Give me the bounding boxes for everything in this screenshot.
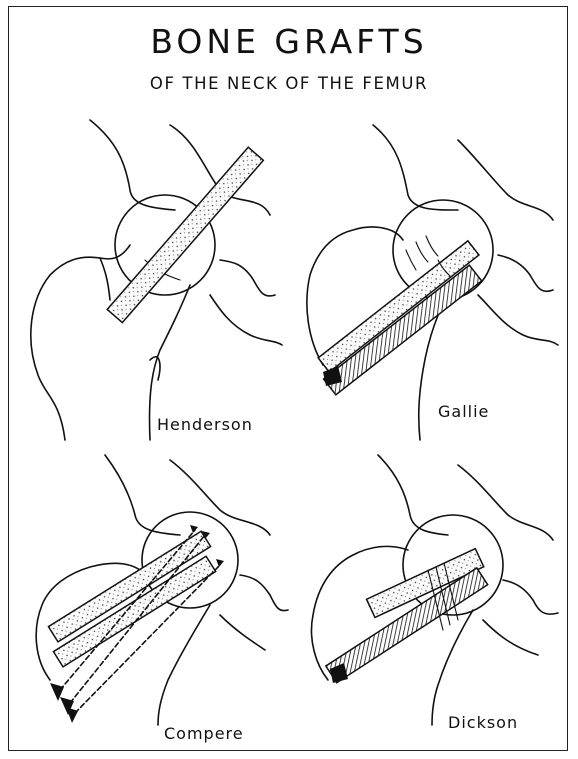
panel-label-dickson: Dickson <box>448 713 518 732</box>
panel-label-henderson: Henderson <box>157 415 253 434</box>
dickson-diagram <box>298 455 568 725</box>
gallie-diagram <box>298 110 568 445</box>
panel-label-gallie: Gallie <box>438 402 489 421</box>
henderson-diagram <box>20 110 290 445</box>
panel-label-compere: Compere <box>164 724 244 743</box>
figure-title: BONE GRAFTS <box>0 22 578 61</box>
figure-subtitle: OF THE NECK OF THE FEMUR <box>0 74 578 93</box>
compere-diagram <box>20 455 290 725</box>
